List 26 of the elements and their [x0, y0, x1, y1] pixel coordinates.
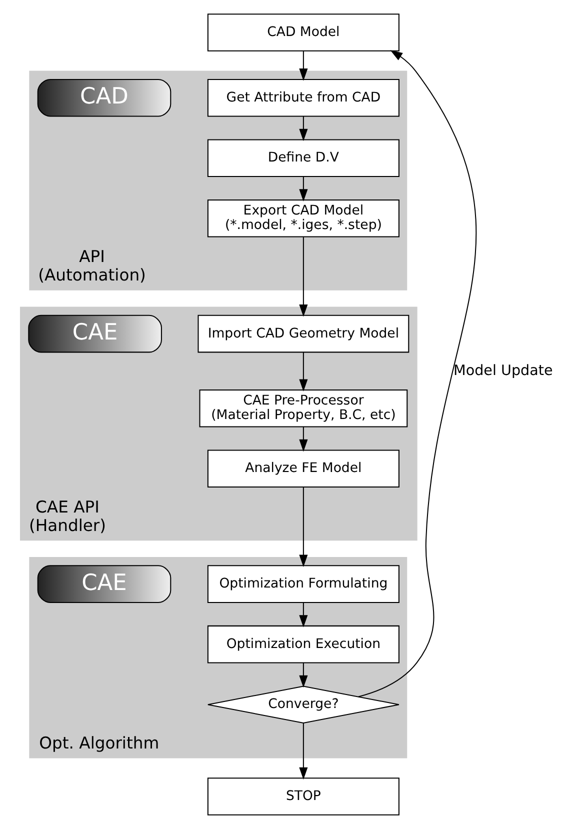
- arrow: [299, 602, 308, 628]
- node-box: Analyze FE Model: [207, 450, 400, 488]
- node-box: CAE: [28, 314, 162, 353]
- arrow: [299, 116, 308, 142]
- node-box: CAE: [37, 565, 172, 603]
- node-box: CAD Model: [207, 14, 400, 52]
- arrow: [299, 662, 308, 688]
- node-box: Optimization Formulating: [207, 565, 400, 603]
- arrow: [299, 352, 308, 392]
- arrow: [299, 51, 308, 81]
- node-box: STOP: [207, 778, 400, 816]
- node-diamond: Converge?: [207, 686, 400, 724]
- node-box: Import CAD Geometry Model: [198, 314, 410, 353]
- edge-label: Model Update: [454, 362, 553, 379]
- node-box: CAE Pre-Processor (Material Property, B.C, etc): [199, 389, 408, 428]
- arrow: [299, 487, 308, 567]
- arrow: [299, 176, 308, 202]
- node-box: CAD: [37, 78, 172, 117]
- arrow: [299, 237, 308, 317]
- node-box: Export CAD Model (*.model, *.iges, *.step): [207, 199, 400, 238]
- node-box: Define D.V: [207, 139, 400, 177]
- node-box: Get Attribute from CAD: [207, 78, 400, 117]
- arrow: [299, 426, 308, 452]
- node-box: Optimization Execution: [207, 625, 400, 664]
- arrow: [358, 50, 476, 698]
- arrow: [299, 723, 308, 780]
